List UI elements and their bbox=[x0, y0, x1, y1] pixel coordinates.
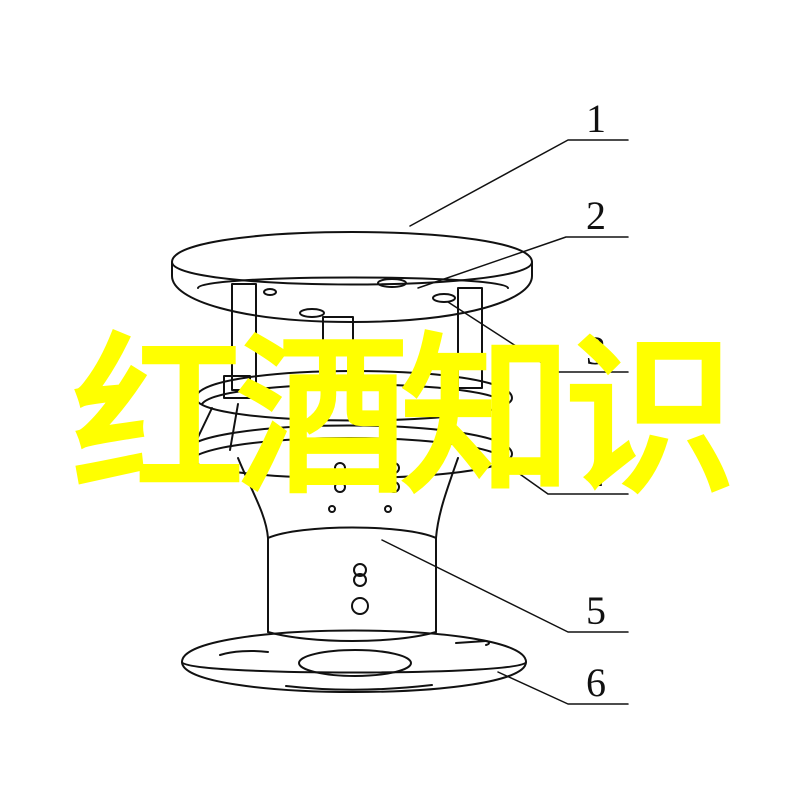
body-cylinder bbox=[237, 457, 459, 642]
callout-5: 5 bbox=[586, 588, 606, 633]
callout-4: 4 bbox=[586, 450, 606, 495]
callout-3: 3 bbox=[586, 328, 606, 373]
callout-6: 6 bbox=[586, 660, 606, 705]
upper-louver bbox=[195, 370, 513, 422]
callout-2: 2 bbox=[586, 193, 606, 238]
callout-1: 1 bbox=[586, 96, 606, 141]
lower-louver bbox=[183, 403, 513, 513]
base-plate bbox=[181, 629, 527, 693]
leader-lines bbox=[381, 139, 629, 705]
top-cap bbox=[171, 231, 533, 323]
